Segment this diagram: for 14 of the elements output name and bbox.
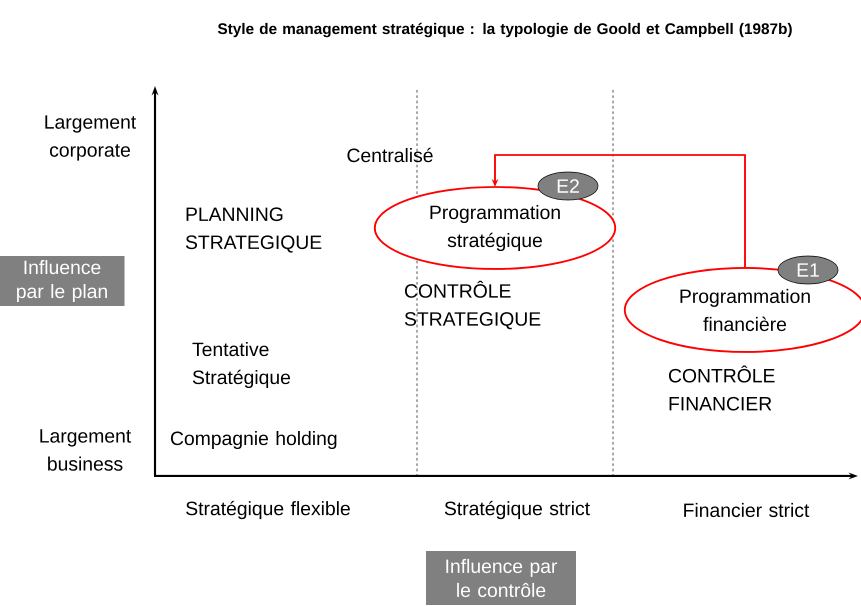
axis-label: PLANNING STRATEGIQUE [186, 207, 322, 253]
axis-label: Tentative Stratégique [192, 342, 290, 388]
axis-label: Centralisé [347, 148, 433, 162]
axis-label: Largement corporate [45, 115, 136, 161]
axis-label: Stratégique flexible [186, 500, 350, 520]
axis-label-box: Influence par le contrôle [426, 551, 576, 605]
title: Style de management stratégique : la typologie de Goold et Campbell (1987b) [218, 22, 792, 38]
axis-label: Compagnie holding [171, 430, 336, 449]
axis-label: Largement business [40, 429, 132, 471]
axis-label-box: Influence par le plan [0, 256, 124, 306]
axis-label: Stratégique strict [444, 500, 590, 520]
axis-label: Financier strict [684, 502, 810, 518]
badge: E2 [538, 172, 598, 200]
badge: E1 [778, 256, 838, 284]
